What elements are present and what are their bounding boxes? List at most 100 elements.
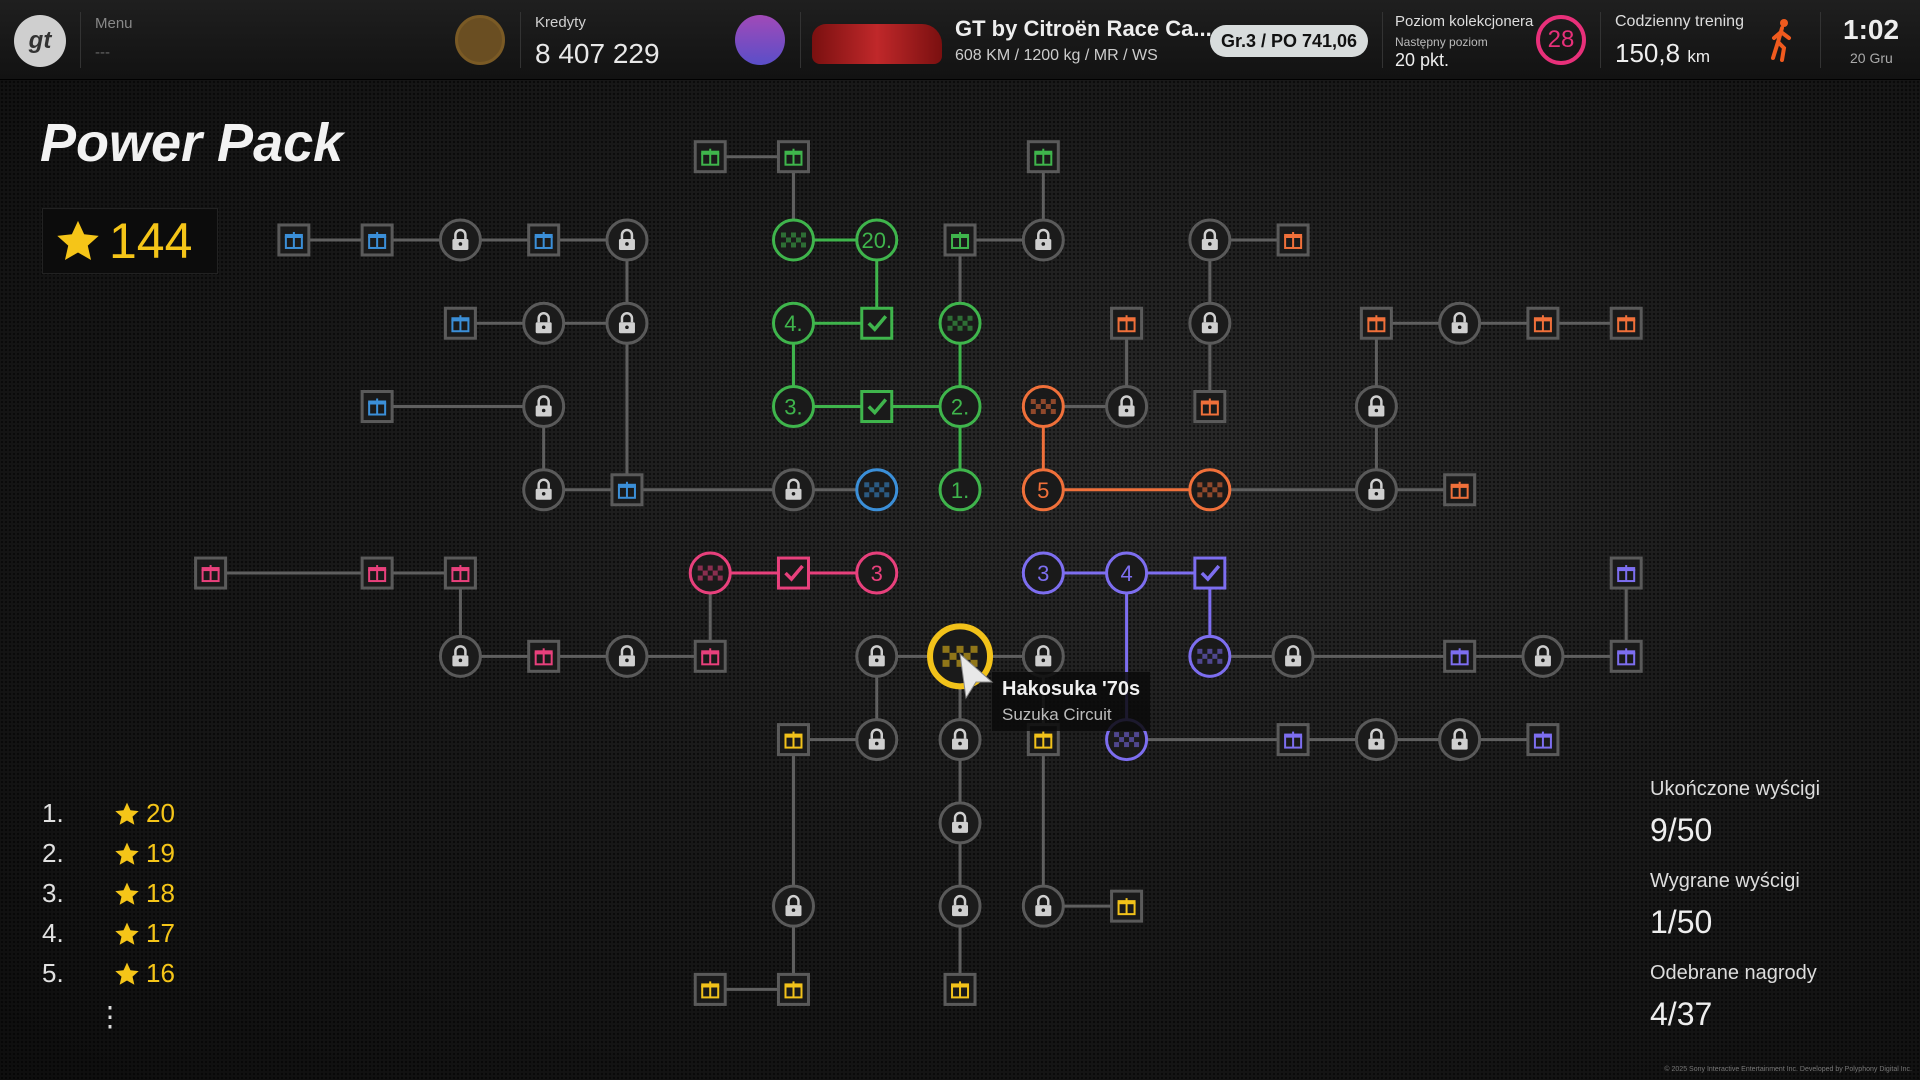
- locked-node[interactable]: [1188, 301, 1232, 345]
- locked-node[interactable]: [771, 468, 815, 512]
- position-node[interactable]: 4.: [771, 301, 815, 345]
- locked-node[interactable]: [771, 884, 815, 928]
- locked-node[interactable]: [1188, 218, 1232, 262]
- locked-node[interactable]: [1105, 385, 1149, 429]
- position-node[interactable]: 4: [1105, 551, 1149, 595]
- position-node[interactable]: 20.: [855, 218, 899, 262]
- leaderboard-more[interactable]: ⋮: [96, 1001, 124, 1032]
- locked-node[interactable]: [522, 385, 566, 429]
- gift-node[interactable]: [776, 140, 810, 174]
- rank-stars: 16: [146, 958, 175, 988]
- gift-node[interactable]: [360, 556, 394, 590]
- locked-node[interactable]: [438, 218, 482, 262]
- gift-node[interactable]: [1276, 723, 1310, 757]
- gift-node[interactable]: [693, 639, 727, 673]
- gift-node[interactable]: [693, 972, 727, 1006]
- race-node[interactable]: [771, 218, 815, 262]
- gift-node[interactable]: [360, 390, 394, 424]
- gt-logo-button[interactable]: gt: [14, 15, 66, 67]
- lock-icon: [618, 312, 635, 334]
- race-node[interactable]: [938, 301, 982, 345]
- locked-node[interactable]: [1021, 218, 1065, 262]
- gift-node[interactable]: [943, 223, 977, 257]
- gift-node[interactable]: [360, 223, 394, 257]
- gift-node[interactable]: [1526, 723, 1560, 757]
- locked-node[interactable]: [855, 718, 899, 762]
- top-bar: gt Menu --- Kredyty 8 407 229 GT by Citr…: [0, 0, 1920, 80]
- race-node[interactable]: [688, 551, 732, 595]
- locked-node[interactable]: [1438, 301, 1482, 345]
- locked-node[interactable]: [1354, 385, 1398, 429]
- gift-node[interactable]: [1609, 556, 1643, 590]
- gift-node[interactable]: [527, 639, 561, 673]
- position-node[interactable]: 2.: [938, 385, 982, 429]
- leaderboard-row: 3.18: [42, 878, 175, 909]
- gift-node[interactable]: [443, 556, 477, 590]
- locked-node[interactable]: [938, 884, 982, 928]
- rank-position: 3.: [42, 878, 64, 908]
- locked-node[interactable]: [438, 634, 482, 678]
- completed-node[interactable]: [1193, 556, 1227, 590]
- race-node[interactable]: [1188, 634, 1232, 678]
- gift-node[interactable]: [776, 723, 810, 757]
- completed-node[interactable]: [860, 306, 894, 340]
- gift-node[interactable]: [943, 972, 977, 1006]
- locked-node[interactable]: [1354, 718, 1398, 762]
- locked-node[interactable]: [1438, 718, 1482, 762]
- garage-icon[interactable]: [735, 15, 785, 65]
- gift-node[interactable]: [1609, 306, 1643, 340]
- gift-node[interactable]: [1609, 639, 1643, 673]
- completed-node[interactable]: [860, 390, 894, 424]
- car-image[interactable]: [812, 24, 942, 64]
- gift-node[interactable]: [1443, 639, 1477, 673]
- gift-icon: [534, 231, 553, 249]
- gift-node[interactable]: [1359, 306, 1393, 340]
- gift-node[interactable]: [277, 223, 311, 257]
- locked-node[interactable]: [522, 468, 566, 512]
- stat-label: Odebrane nagrody: [1650, 962, 1817, 984]
- locked-node[interactable]: [522, 301, 566, 345]
- locked-node[interactable]: [605, 634, 649, 678]
- gift-node[interactable]: [1193, 390, 1227, 424]
- locked-node[interactable]: [1271, 634, 1315, 678]
- position-node[interactable]: 1.: [938, 468, 982, 512]
- gift-node[interactable]: [1276, 223, 1310, 257]
- gift-icon: [701, 981, 720, 999]
- race-node[interactable]: [1021, 385, 1065, 429]
- gift-node[interactable]: [610, 473, 644, 507]
- lock-icon: [1201, 228, 1218, 250]
- locked-node[interactable]: [605, 301, 649, 345]
- gift-node[interactable]: [1110, 889, 1144, 923]
- gift-node[interactable]: [1110, 306, 1144, 340]
- position-node[interactable]: 5: [1021, 468, 1065, 512]
- locked-node[interactable]: [938, 718, 982, 762]
- locked-node[interactable]: [855, 634, 899, 678]
- gift-node[interactable]: [443, 306, 477, 340]
- position-node[interactable]: 3: [855, 551, 899, 595]
- gift-node[interactable]: [527, 223, 561, 257]
- locked-node[interactable]: [938, 801, 982, 845]
- position-node[interactable]: 3.: [771, 385, 815, 429]
- gift-node[interactable]: [1526, 306, 1560, 340]
- locked-node[interactable]: [1354, 468, 1398, 512]
- gift-node[interactable]: [1026, 140, 1060, 174]
- gift-icon: [784, 148, 803, 166]
- locked-node[interactable]: [1021, 634, 1065, 678]
- race-node[interactable]: [1188, 468, 1232, 512]
- gift-node[interactable]: [1443, 473, 1477, 507]
- menu-label[interactable]: Menu: [95, 15, 133, 32]
- credits-label: Kredyty: [535, 14, 586, 31]
- gift-node[interactable]: [776, 972, 810, 1006]
- position-node[interactable]: 3: [1021, 551, 1065, 595]
- gift-node[interactable]: [693, 140, 727, 174]
- car-specs: 608 KM / 1200 kg / MR / WS: [955, 47, 1158, 64]
- completed-node[interactable]: [776, 556, 810, 590]
- locked-node[interactable]: [605, 218, 649, 262]
- locked-node[interactable]: [1021, 884, 1065, 928]
- gift-node[interactable]: [194, 556, 228, 590]
- race-node[interactable]: [855, 468, 899, 512]
- locked-node[interactable]: [1521, 634, 1565, 678]
- gift-icon: [368, 565, 387, 583]
- credits-value: 8 407 229: [535, 38, 660, 69]
